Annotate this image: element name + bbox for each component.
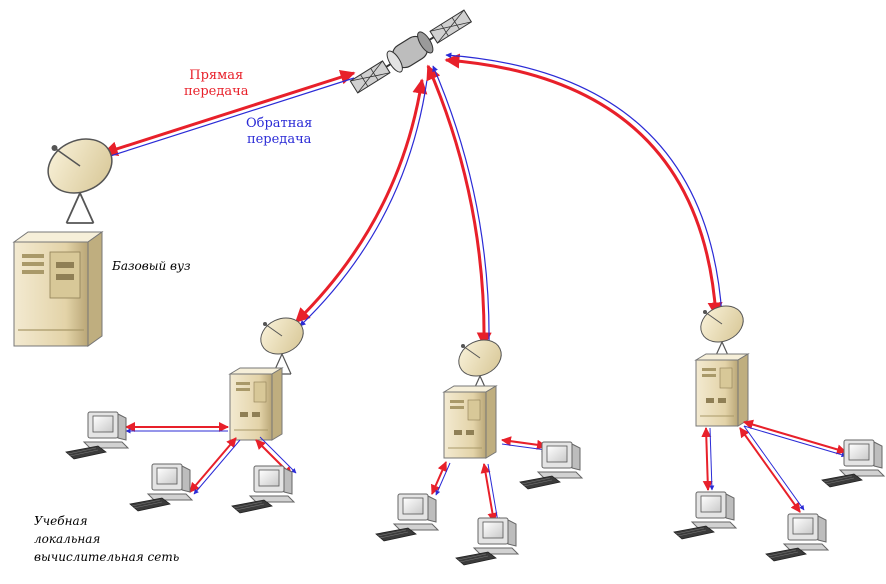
computer-icon: [65, 411, 129, 460]
forward-label-line-2: передача: [184, 84, 249, 99]
forward-label-line-1: Прямая: [189, 68, 244, 83]
return-link-node-1: [299, 79, 428, 327]
return-link-node-3: [445, 52, 723, 317]
lan-label-line-2: локальная: [34, 532, 101, 546]
computer-icon: [765, 513, 829, 562]
forward-link-node-3: [444, 53, 723, 318]
server-tower-icon: [229, 367, 283, 441]
base-hub: [12, 128, 122, 347]
computer-icon: [519, 441, 583, 490]
lan-links: [701, 419, 847, 513]
satellite-dish-icon: [254, 310, 310, 375]
satellite-dish-icon: [38, 128, 122, 224]
computer-icon: [455, 517, 519, 566]
server-tower-icon: [695, 353, 749, 427]
lan-label: Учебная локальная вычислительная сеть: [34, 512, 179, 566]
computer-icon: [129, 463, 193, 512]
forward-transmission-label: Прямая передача: [184, 68, 248, 100]
return-label-line-2: передача: [246, 132, 312, 147]
satellite-icon: [349, 9, 473, 94]
satellite-links: [102, 52, 723, 348]
computer-icon: [231, 465, 295, 514]
node-1: [65, 310, 310, 514]
node-3: [673, 298, 885, 562]
lan-label-line-3: вычислительная сеть: [34, 550, 180, 564]
server-tower-icon: [443, 385, 497, 459]
server-tower-icon: [12, 231, 104, 347]
node-2: [375, 332, 583, 566]
lan-links: [431, 436, 547, 523]
computer-icon: [673, 491, 737, 540]
return-link-node-2: [432, 65, 490, 347]
forward-link-node-2: [426, 64, 492, 348]
return-transmission-label: Обратная передача: [246, 116, 312, 148]
forward-link-node-1: [294, 78, 428, 324]
return-label-line-1: Обратная: [246, 116, 313, 131]
satellite-dish-icon: [694, 298, 750, 363]
base-hub-label: Базовый вуз: [112, 259, 191, 273]
computer-icon: [375, 493, 439, 542]
lan-label-line-1: Учебная: [34, 514, 88, 528]
